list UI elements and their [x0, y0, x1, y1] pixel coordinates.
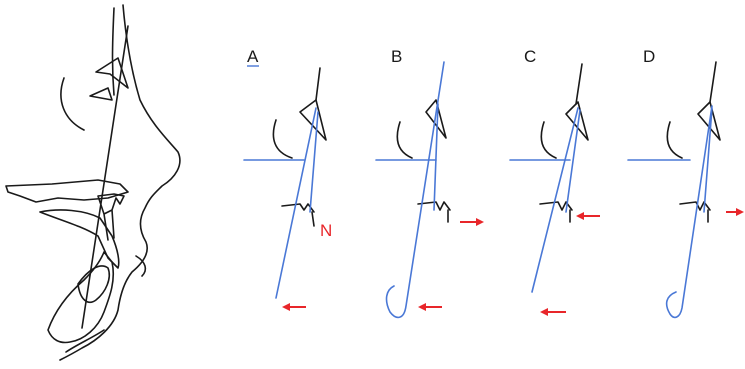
mandible: [47, 251, 115, 344]
panel-d: D: [627, 47, 744, 319]
soft-tissue-profile: [59, 4, 181, 361]
panel-c-secondary-line: [565, 109, 581, 213]
panel-c-incisor: [539, 201, 573, 223]
orbital-floor: [89, 87, 113, 101]
lower-border: [65, 329, 105, 353]
panel-c-facial-line: [531, 107, 579, 293]
panel-d-label: D: [643, 47, 655, 66]
panel-a-annotation: N: [320, 221, 332, 240]
panel-b: B: [375, 47, 484, 319]
symphysis: [77, 265, 111, 304]
panel-d-nasion-line: [709, 61, 717, 103]
panel-a-secondary-line: [309, 111, 319, 213]
panel-c-label: C: [524, 47, 536, 66]
panel-c: C: [509, 47, 600, 316]
panel-a: A N: [243, 47, 332, 311]
panel-a-label: A: [247, 47, 259, 66]
panel-d-porion: [666, 121, 683, 159]
panel-b-label: B: [391, 47, 402, 66]
panel-d-facial-line: [665, 105, 713, 319]
palatal-plane: [5, 179, 129, 203]
panel-b-orbit: [425, 99, 447, 139]
panel-d-secondary-line: [703, 107, 713, 213]
frontal-curve: [60, 77, 85, 131]
panel-a-porion: [272, 119, 293, 159]
panel-b-secondary-line: [433, 103, 439, 211]
panel-a-nasion-line: [315, 67, 321, 101]
panel-b-porion: [396, 121, 413, 159]
panel-a-incisor: [281, 203, 315, 227]
lip-contour: [135, 255, 147, 277]
panel-b-facial-line: [385, 61, 445, 319]
facial-reference-line: [81, 25, 129, 329]
nasal-line: [111, 7, 115, 96]
maxilla: [39, 209, 120, 269]
skull-profile-tracing: [5, 4, 181, 361]
panel-a-facial-line: [275, 107, 317, 299]
panel-d-incisor: [679, 201, 711, 223]
panel-c-porion: [540, 121, 557, 159]
orbit-outline: [95, 57, 129, 89]
panel-b-incisor: [417, 201, 451, 223]
incisors: [97, 193, 125, 241]
panel-c-nasion-line: [575, 63, 583, 105]
